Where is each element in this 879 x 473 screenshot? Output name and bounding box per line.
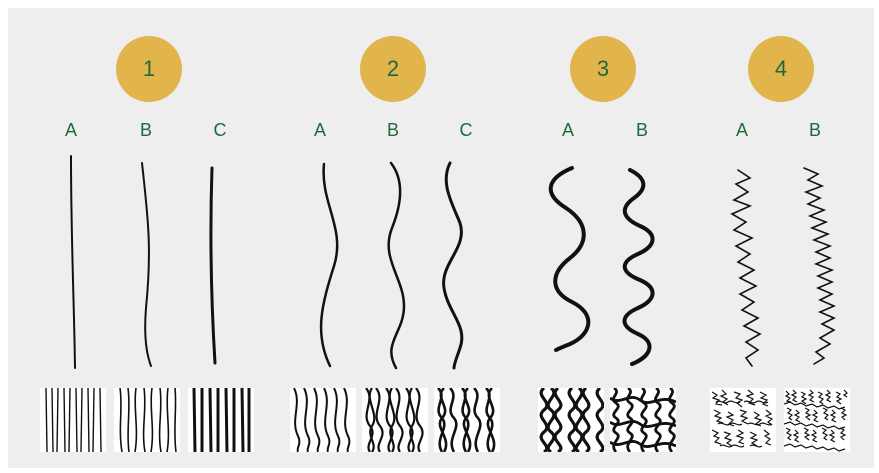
hair-texture-swatch-icon (40, 388, 106, 452)
hair-texture-swatch-icon (710, 388, 776, 452)
texture-swatch-1a (40, 388, 106, 452)
hair-texture-swatch-icon (784, 388, 850, 452)
hair-strand-icon (142, 163, 151, 366)
hair-strand-icon (625, 170, 653, 364)
hair-texture-swatch-icon (188, 388, 254, 452)
hair-strands (8, 8, 874, 388)
texture-swatch-2a (290, 388, 356, 452)
hair-type-chart: 1 2 3 4 A B C A B C A B A B (8, 8, 874, 468)
hair-strand-icon (732, 170, 760, 366)
hair-strand-icon (211, 168, 215, 363)
hair-texture-swatch-icon (434, 388, 500, 452)
texture-swatch-4b (784, 388, 850, 452)
hair-texture-swatch-icon (362, 388, 428, 452)
texture-swatch-2c (434, 388, 500, 452)
hair-strand-icon (71, 156, 75, 368)
texture-swatch-3a (538, 388, 604, 452)
texture-swatch-2b (362, 388, 428, 452)
hair-strand-icon (444, 163, 462, 368)
hair-strand-icon (389, 163, 404, 368)
hair-strand-icon (551, 168, 589, 350)
hair-texture-swatch-icon (290, 388, 356, 452)
hair-texture-swatch-icon (610, 388, 676, 452)
texture-swatch-1c (188, 388, 254, 452)
texture-swatch-4a (710, 388, 776, 452)
texture-swatch-3b (610, 388, 676, 452)
texture-swatch-1b (114, 388, 180, 452)
hair-strand-icon (804, 168, 834, 364)
hair-texture-swatch-icon (114, 388, 180, 452)
hair-texture-swatch-icon (538, 388, 604, 452)
hair-strand-icon (321, 164, 337, 366)
